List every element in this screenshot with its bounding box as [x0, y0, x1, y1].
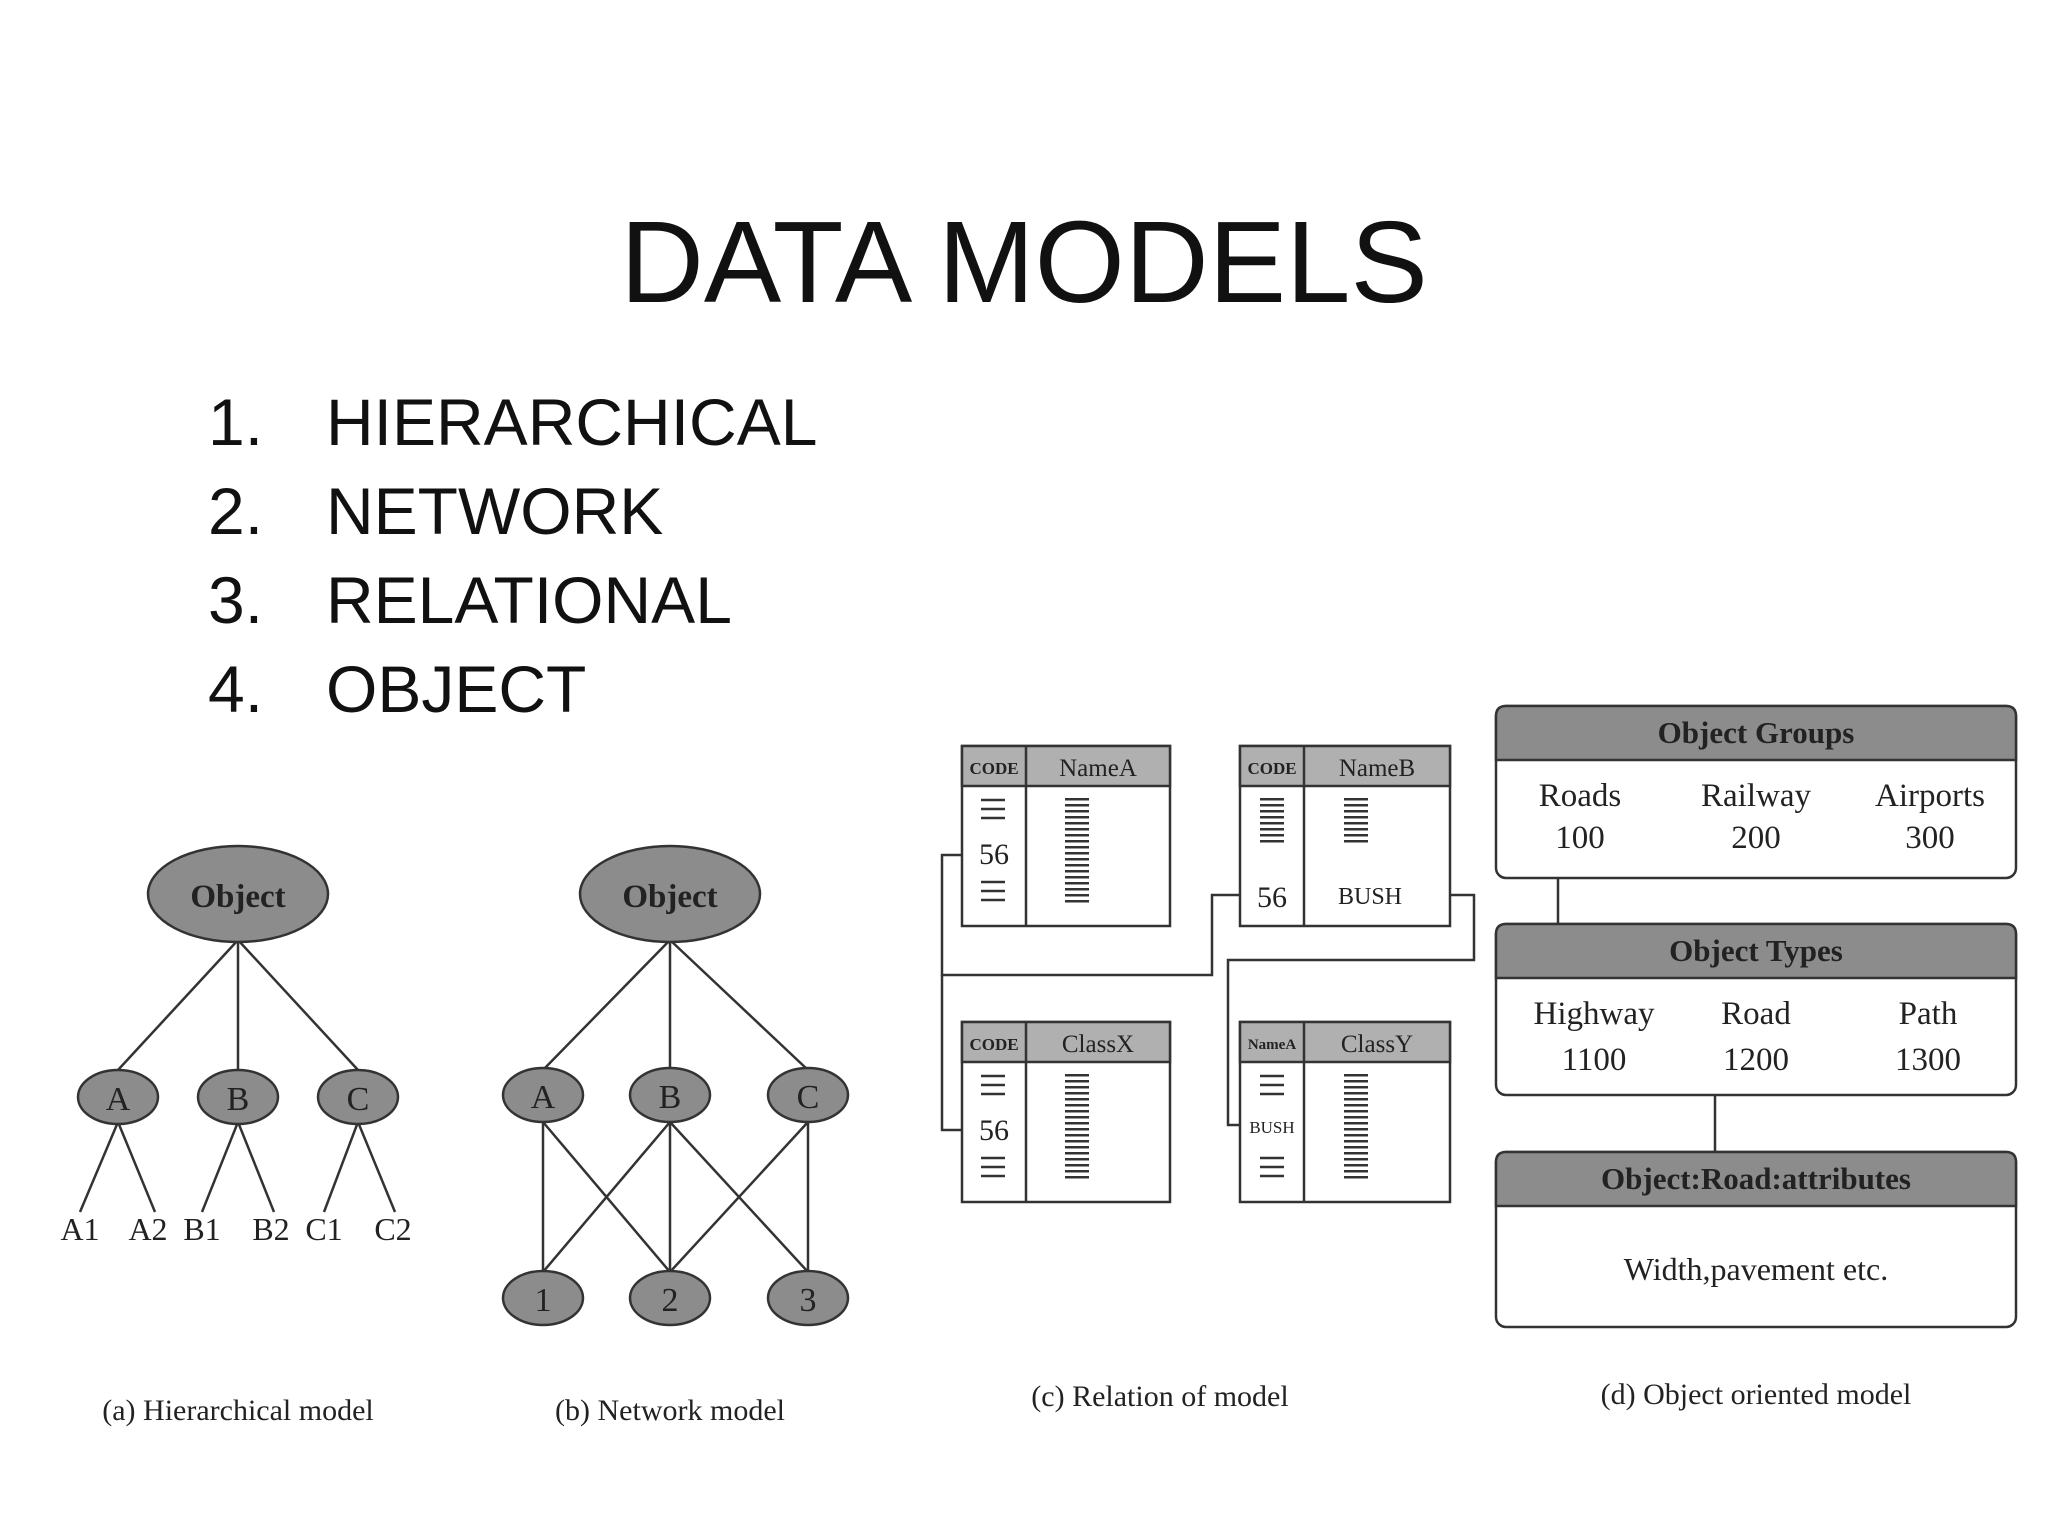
cell-value: 56: [979, 1114, 1009, 1147]
object-code: 300: [1905, 820, 1955, 856]
cell-value: 56: [979, 838, 1009, 871]
column-header: NameA: [1059, 755, 1137, 782]
column-header: CODE: [1247, 759, 1296, 778]
box-header: Object:Road:attributes: [1601, 1161, 1911, 1196]
object-name: Roads: [1539, 778, 1622, 814]
tree-node: [316, 1068, 400, 1126]
node-label: C: [797, 1079, 820, 1116]
network-node: [766, 1066, 850, 1124]
leaf-label: C2: [374, 1211, 411, 1247]
table-namea: CODE NameA 56: [960, 744, 1172, 928]
object-name: Airports: [1875, 778, 1985, 814]
network-node: [628, 1269, 712, 1327]
node-label: C: [347, 1081, 370, 1118]
column-header: CODE: [969, 759, 1018, 778]
column-header: ClassX: [1062, 1031, 1134, 1058]
caption: (c) Relation of model: [1031, 1380, 1288, 1413]
node-label: 2: [662, 1282, 679, 1319]
node-label: 1: [535, 1282, 552, 1319]
object-code: 200: [1731, 820, 1781, 856]
box-header: Object Types: [1669, 933, 1843, 968]
box-header: Object Groups: [1658, 715, 1855, 750]
object-oriented-model: Object Groups Roads Railway Airports 100…: [1494, 704, 2018, 1411]
root-label: Object: [190, 879, 285, 915]
list-item: 1. HIERARCHICAL: [208, 378, 817, 467]
root-label: Object: [622, 879, 717, 915]
leaf-label: A1: [60, 1211, 99, 1247]
table-nameb: CODE NameB 56 BUSH: [1238, 744, 1452, 928]
object-name: Path: [1899, 996, 1958, 1032]
object-name: Railway: [1701, 778, 1811, 814]
object-code: 100: [1555, 820, 1605, 856]
caption: (a) Hierarchical model: [102, 1394, 374, 1427]
tree-node: [196, 1068, 280, 1126]
list-number: 2.: [208, 474, 264, 548]
node-label: B: [659, 1079, 682, 1116]
object-code: 1300: [1895, 1042, 1961, 1078]
list-label: RELATIONAL: [326, 563, 732, 637]
network-node: [766, 1269, 850, 1327]
list-label: OBJECT: [326, 652, 587, 726]
column-header: ClassY: [1341, 1031, 1413, 1058]
table-classy: NameA ClassY BUSH: [1238, 1020, 1452, 1204]
list-label: HIERARCHICAL: [326, 385, 818, 459]
list-item: 2. NETWORK: [208, 467, 817, 556]
column-header: CODE: [969, 1035, 1018, 1054]
list-number: 1.: [208, 385, 264, 459]
column-header: NameA: [1248, 1037, 1296, 1053]
attribute-text: Width,pavement etc.: [1624, 1251, 1888, 1287]
object-attributes-box: Object:Road:attributes Width,pavement et…: [1494, 1150, 2018, 1329]
node-label: A: [106, 1081, 131, 1118]
node-label: B: [227, 1081, 250, 1118]
leaf-label: C1: [305, 1211, 342, 1247]
cell-value: BUSH: [1249, 1118, 1294, 1137]
caption: (b) Network model: [555, 1394, 785, 1427]
object-types-box: Object Types Highway Road Path 1100 1200…: [1494, 922, 2018, 1097]
column-header: NameB: [1339, 755, 1415, 782]
tree-node: [76, 1068, 160, 1126]
list-label: NETWORK: [326, 474, 664, 548]
list-number: 3.: [208, 563, 264, 637]
list-number: 4.: [208, 652, 264, 726]
relation-connectors: [940, 853, 1476, 1132]
model-list: 1. HIERARCHICAL 2. NETWORK 3. RELATIONAL 4.…: [208, 378, 817, 734]
table-classx: CODE ClassX 56: [960, 1020, 1172, 1204]
network-node: [501, 1269, 585, 1327]
network-model: [541, 939, 810, 1273]
object-name: Road: [1721, 996, 1791, 1032]
leaf-label: B2: [252, 1211, 289, 1247]
caption: (d) Object oriented model: [1601, 1378, 1912, 1411]
leaf-label: B1: [183, 1211, 220, 1247]
root-node: [146, 844, 330, 944]
object-code: 1100: [1562, 1042, 1627, 1078]
network-node: [628, 1066, 712, 1124]
root-node: [578, 844, 762, 944]
network-node: [501, 1066, 585, 1124]
node-label: 3: [800, 1282, 817, 1319]
object-name: Highway: [1534, 996, 1655, 1032]
object-code: 1200: [1723, 1042, 1789, 1078]
leaf-label: A2: [128, 1211, 167, 1247]
relational-model: CODE NameA 56 CODE NameB 56 BUSH: [940, 744, 1476, 1413]
cell-value: BUSH: [1338, 884, 1402, 910]
slide-title: DATA MODELS: [620, 197, 1428, 327]
object-groups-box: Object Groups Roads Railway Airports 100…: [1494, 704, 2018, 880]
list-item: 4. OBJECT: [208, 645, 817, 734]
list-item: 3. RELATIONAL: [208, 556, 817, 645]
hierarchical-model: [78, 939, 397, 1213]
node-label: A: [531, 1079, 556, 1116]
cell-value: 56: [1257, 881, 1287, 914]
